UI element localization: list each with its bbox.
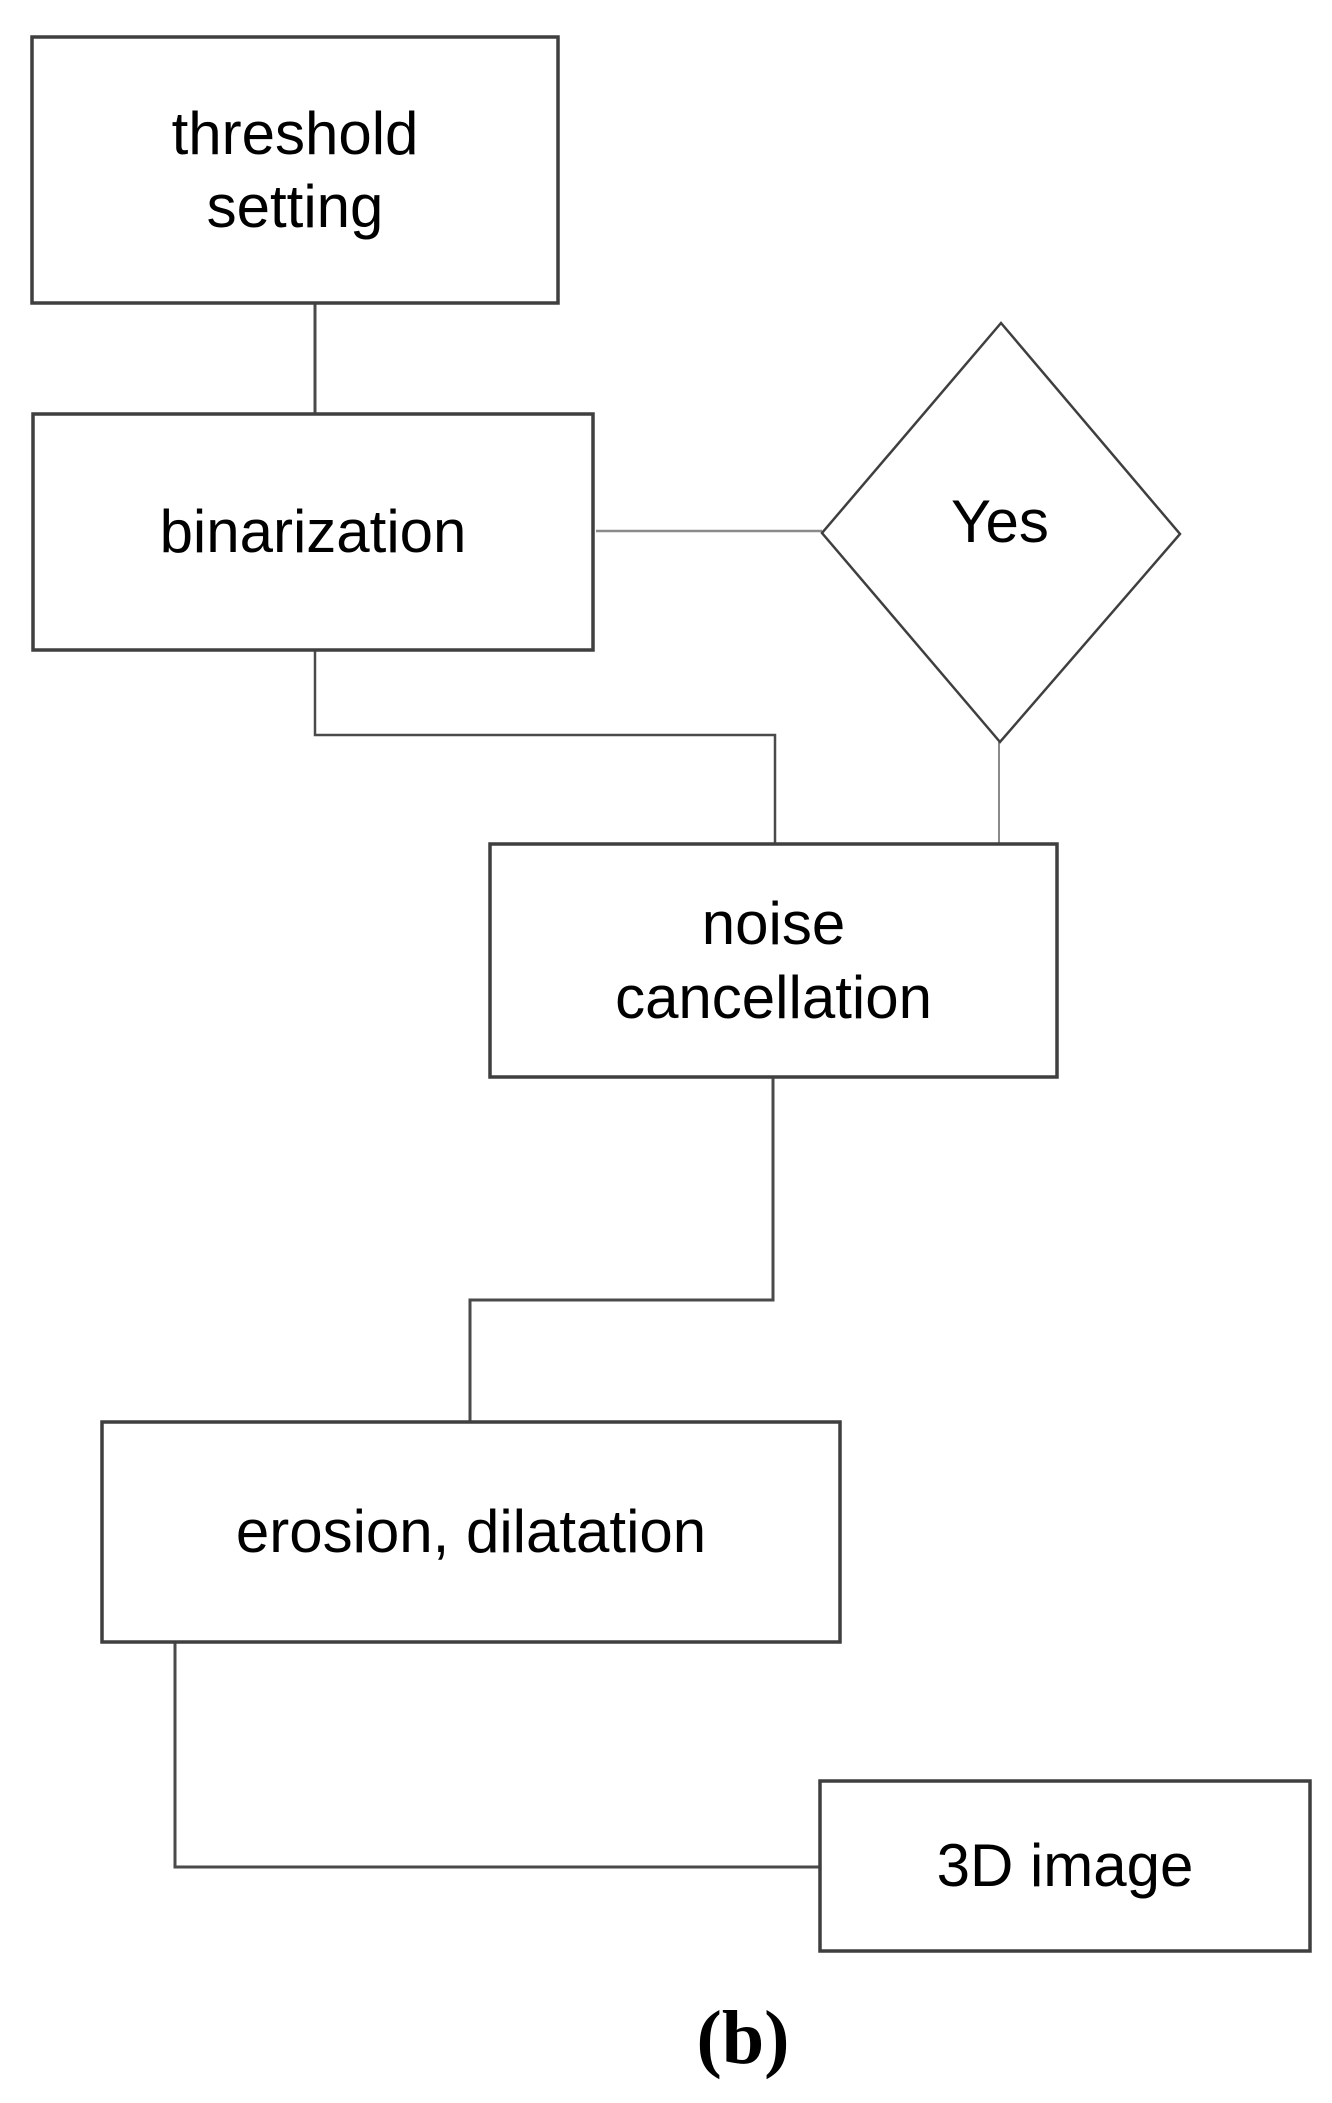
- connector-noise-to-erosion: [468, 1077, 775, 1424]
- binarization-box: [31, 412, 595, 652]
- erosion-dilatation-box: [100, 1420, 842, 1644]
- connector-binarization-to-noise: [313, 650, 777, 846]
- figure-caption-text: (b): [696, 1995, 790, 2080]
- figure-caption: (b): [593, 1988, 893, 2088]
- threshold-setting-box: [30, 35, 560, 305]
- connector-erosion-to-output: [173, 1642, 820, 1869]
- noise-cancellation-box: [488, 842, 1059, 1079]
- 3d-image-box: [818, 1779, 1312, 1953]
- yes-decision-diamond: [820, 321, 1182, 744]
